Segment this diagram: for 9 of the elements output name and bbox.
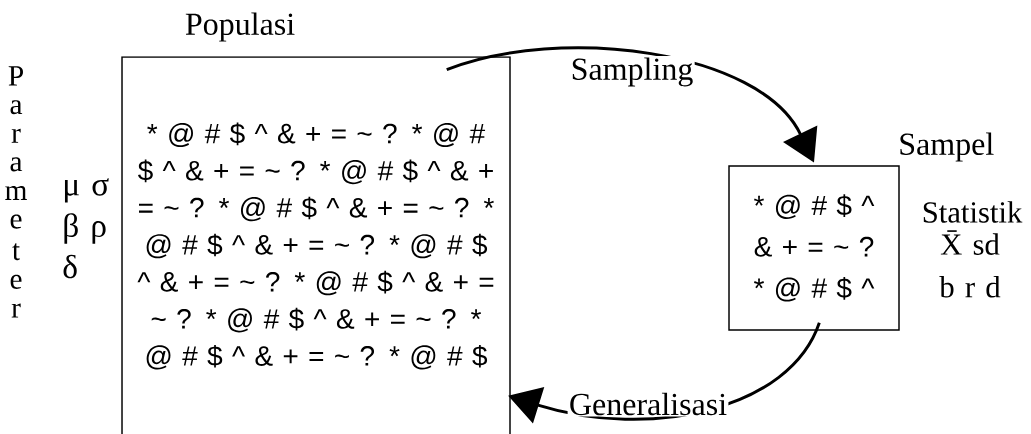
symbol-list: X̄ sd b r d xyxy=(939,230,1001,298)
population-box: * @ # $ ^ & + = ~ ? * @ # $ ^ & + = ~ ? * @ # $ ^ & + = ~ ? * @ # $ ^ & + = ~ ? * @ # $ ^ & + = ~ ? * @ # $ ^ & + = ~ ? * @ # $ ^ & + = ~ ? * @ # $ ^ & + = ~ ? * @ # $ ^ & + = ~ ? * @ # $ xyxy=(121,56,511,434)
label: Statistik xyxy=(923,201,1023,223)
vertical-label: Parameter xyxy=(5,66,27,318)
box-heading: Populasi xyxy=(185,12,295,42)
edge-label: Generalisasi xyxy=(567,391,729,417)
box-heading: Sampel xyxy=(900,132,994,162)
edge-label: Sampling xyxy=(569,56,695,88)
sample-box: * @ # $ ^ & + = ~ ? * @ # $ ^ xyxy=(728,165,900,331)
